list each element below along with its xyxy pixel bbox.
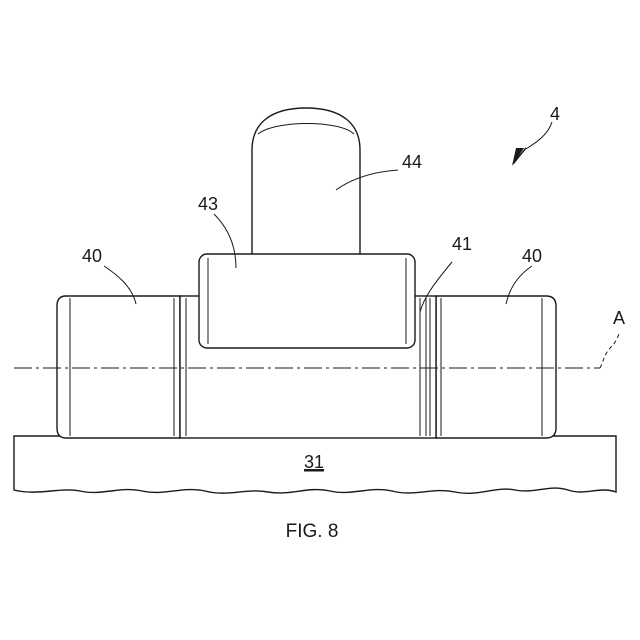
figure-caption: FIG. 8 [286, 521, 339, 542]
leader-4 [524, 122, 552, 150]
label-41: 41 [452, 234, 472, 254]
left-roller [57, 296, 180, 438]
right-roller [436, 296, 556, 438]
label-axis: A [613, 308, 625, 328]
label-40-right: 40 [522, 246, 542, 266]
label-44: 44 [402, 152, 422, 172]
label-base: 31 [304, 452, 324, 472]
post-44 [252, 108, 360, 256]
label-43: 43 [198, 194, 218, 214]
block-43 [199, 254, 415, 348]
label-40-left: 40 [82, 246, 102, 266]
label-assembly: 4 [550, 104, 560, 124]
arrow-icon [512, 148, 526, 166]
